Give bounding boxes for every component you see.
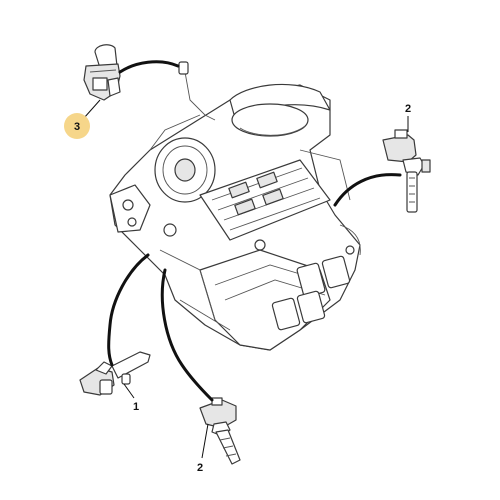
leader-part-2-top bbox=[333, 173, 402, 207]
leader-lines bbox=[107, 60, 402, 402]
callout-2-bottom-number: 2 bbox=[197, 462, 203, 474]
callout-3: 3 bbox=[64, 99, 101, 139]
part-1-sensor bbox=[79, 351, 151, 396]
part-2-sensor-top bbox=[382, 129, 431, 213]
hvac-housing-assembly bbox=[109, 61, 361, 351]
part-2-sensor-bottom bbox=[199, 397, 241, 465]
callout-2-bottom: 2 bbox=[197, 423, 209, 474]
leader-part-2-bottom bbox=[160, 268, 214, 402]
leader-part-3 bbox=[118, 60, 180, 74]
callout-1-number: 1 bbox=[133, 401, 139, 413]
callout-3-highlight bbox=[64, 113, 90, 139]
callout-2-top-number: 2 bbox=[405, 103, 411, 115]
callout-1: 1 bbox=[123, 383, 139, 413]
leader-part-1 bbox=[107, 253, 150, 367]
callout-2-top: 2 bbox=[405, 103, 411, 132]
part-3-switch bbox=[83, 44, 121, 101]
callout-3-number: 3 bbox=[74, 121, 80, 133]
